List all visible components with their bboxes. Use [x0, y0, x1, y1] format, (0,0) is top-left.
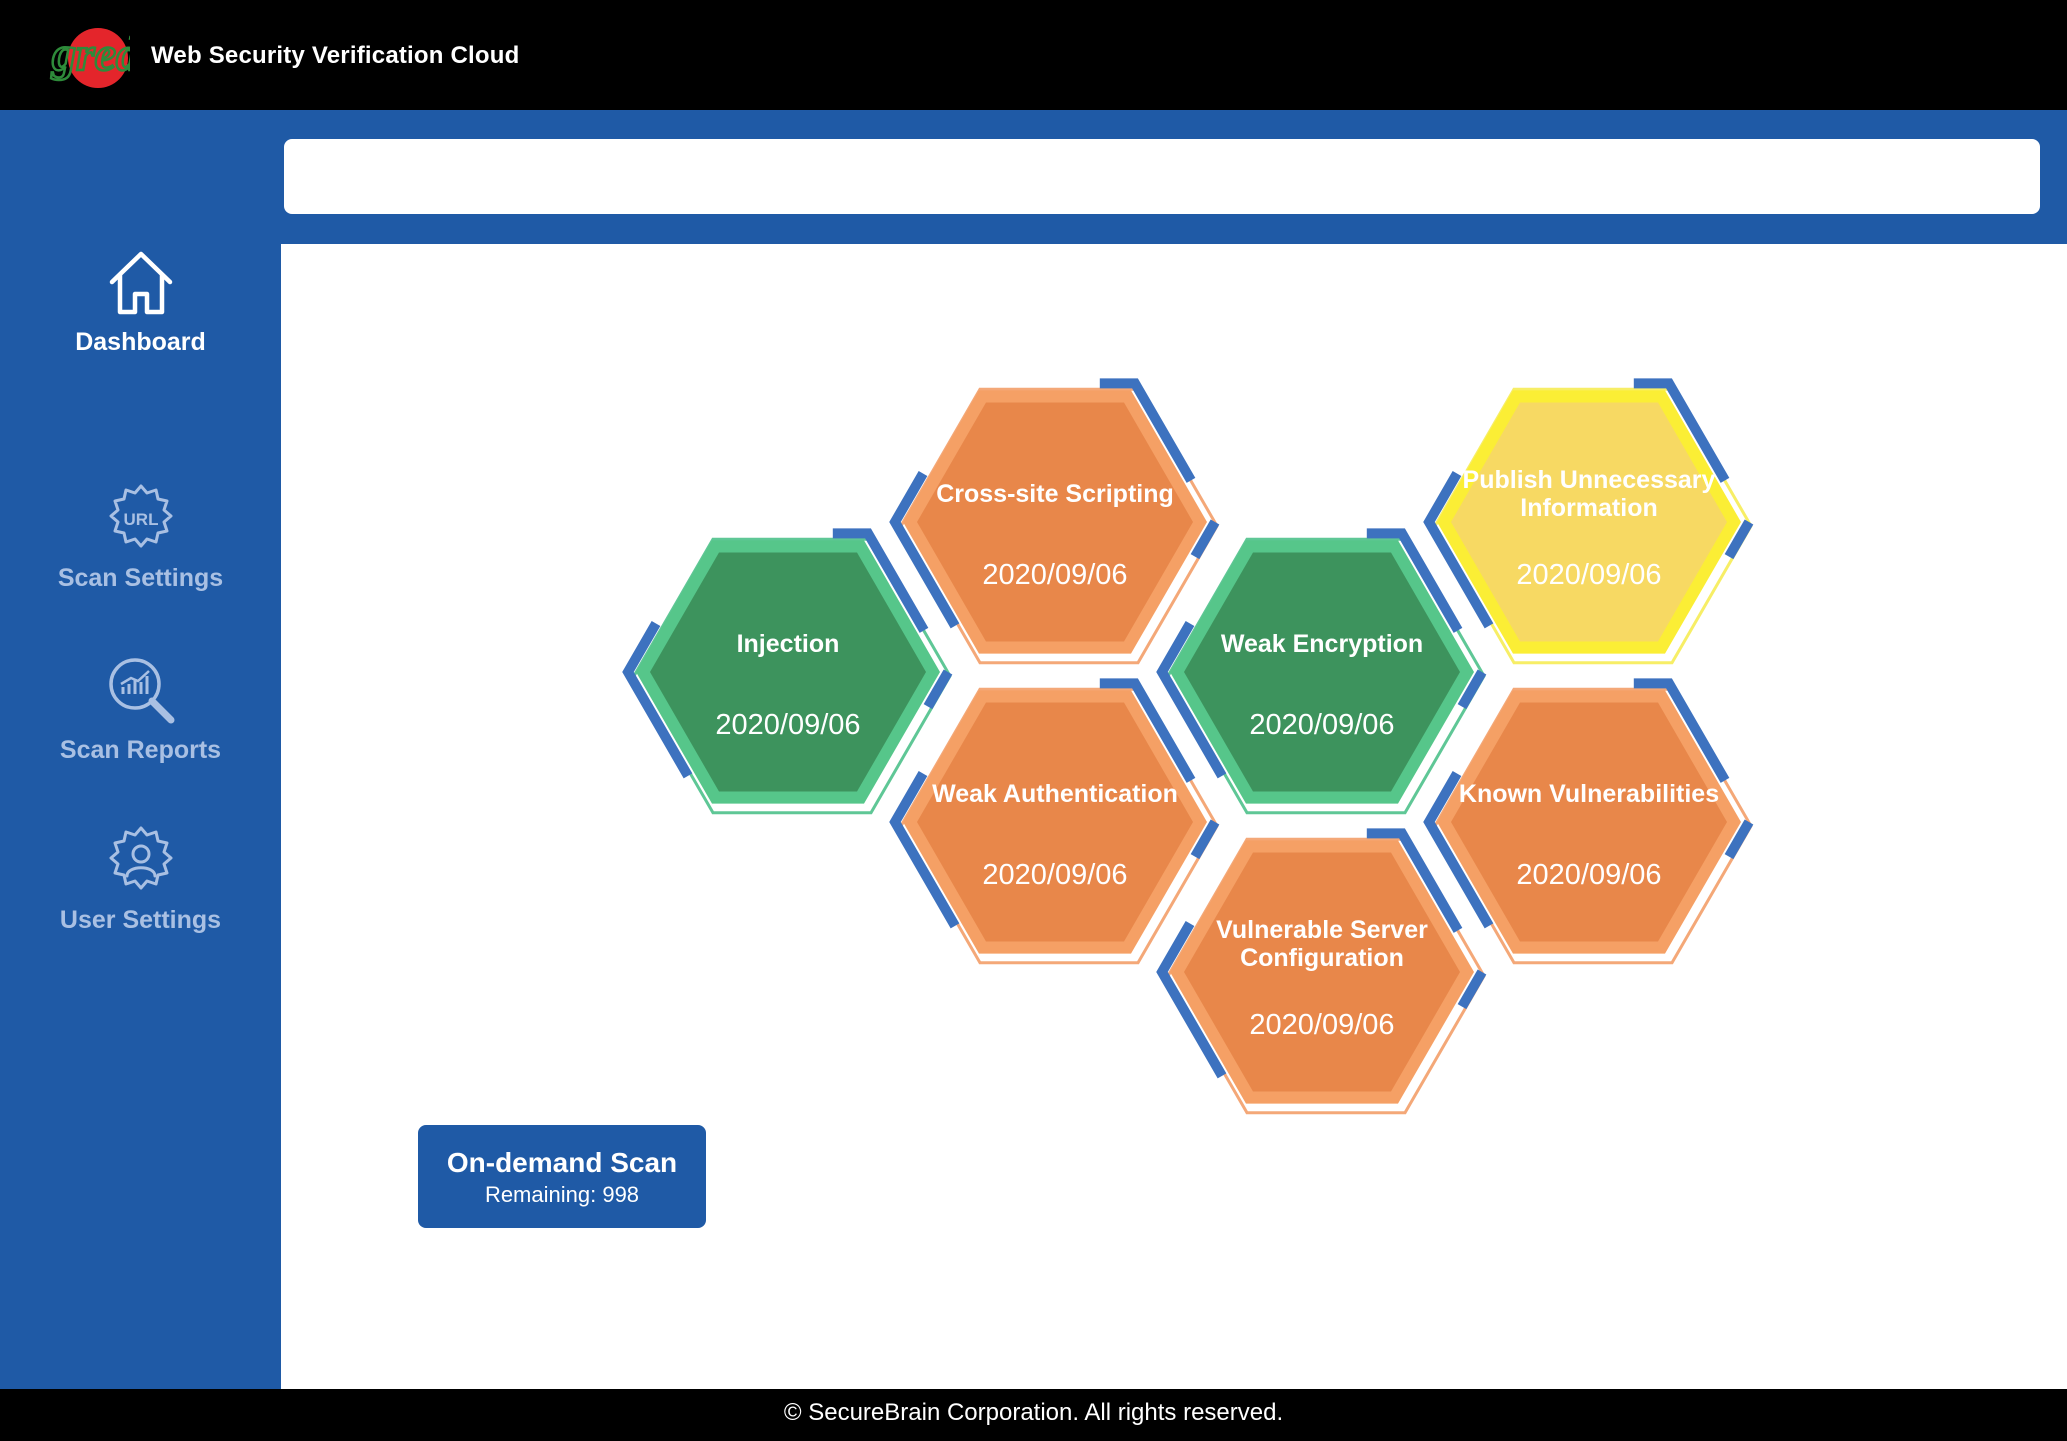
hex-date: 2020/09/06	[1516, 559, 1661, 591]
hex-core	[1184, 552, 1460, 792]
hex-bracket-top-right	[1366, 828, 1463, 933]
hex-date: 2020/09/06	[1516, 859, 1661, 891]
hex-title: Vulnerable Server	[1216, 916, 1428, 944]
svg-text:URL: URL	[123, 510, 158, 529]
user-gear-icon	[109, 826, 172, 890]
chart-magnifier-icon	[108, 658, 174, 724]
hex-title: Information	[1520, 494, 1658, 522]
scan-remaining-count: Remaining: 998	[484, 1182, 640, 1207]
hex-title: Known Vulnerabilities	[1459, 780, 1719, 808]
footer: © SecureBrain Corporation. All rights re…	[0, 1389, 2067, 1441]
hex-bracket-top-right	[1366, 528, 1463, 633]
logo-g-letter: gred	[51, 28, 130, 81]
hex-bracket-left	[889, 771, 960, 929]
sidebar-item-user-settings[interactable]: User Settings	[0, 824, 281, 935]
hex-bracket-left	[1156, 621, 1227, 779]
app-title: Web Security Verification Cloud	[151, 42, 520, 69]
hex-bracket-top-right	[832, 528, 929, 633]
top-bar: gred Web Security Verification Cloud	[0, 0, 2067, 110]
hex-bracket-top-right	[1633, 378, 1730, 483]
hex-title: Cross-site Scripting	[936, 480, 1174, 508]
hex-tile-weak-auth[interactable]: Weak Authentication 2020/09/06	[889, 678, 1220, 965]
hex-title: Weak Encryption	[1221, 630, 1423, 658]
hex-bracket-left	[1423, 771, 1494, 929]
sidebar-item-label: User Settings	[59, 906, 222, 934]
hex-tile-injection[interactable]: Injection 2020/09/06	[622, 528, 953, 815]
hex-date: 2020/09/06	[982, 559, 1127, 591]
sidebar-item-label: Dashboard	[75, 328, 206, 356]
hex-bracket-right	[1457, 969, 1487, 1010]
hex-bracket-left	[889, 471, 960, 629]
hex-title: Publish Unnecessary	[1463, 466, 1716, 494]
hex-date: 2020/09/06	[982, 859, 1127, 891]
hex-tile-weak-encryption[interactable]: Weak Encryption 2020/09/06	[1156, 528, 1487, 815]
hex-core	[650, 552, 926, 792]
hex-bracket-right	[1190, 819, 1220, 860]
hex-title: Weak Authentication	[932, 780, 1178, 808]
hex-bracket-top-right	[1099, 378, 1196, 483]
hex-bracket-right	[923, 669, 953, 710]
hex-title: Injection	[737, 630, 840, 658]
hex-core	[1451, 702, 1727, 942]
hex-bracket-right	[1724, 519, 1754, 560]
category-hex-grid: Injection 2020/09/06 Cross-site Scripting 2…	[622, 378, 1754, 1115]
sidebar-item-dashboard[interactable]: Dashboard	[0, 248, 281, 357]
hex-bracket-left	[1156, 921, 1227, 1079]
url-gear-icon: URL	[109, 484, 172, 548]
hex-tile-xss[interactable]: Cross-site Scripting 2020/09/06	[889, 378, 1220, 665]
hex-core	[917, 702, 1193, 942]
sidebar: Dashboard URL Scan Settings Scan Reports…	[0, 110, 281, 1389]
hex-date: 2020/09/06	[1249, 709, 1394, 741]
hex-title: Configuration	[1240, 944, 1404, 972]
copyright-text: © SecureBrain Corporation. All rights re…	[783, 1399, 1284, 1426]
hex-bracket-top-right	[1099, 678, 1196, 783]
on-demand-scan-button[interactable]: On-demand Scan Remaining: 998	[418, 1125, 706, 1228]
hex-date: 2020/09/06	[715, 709, 860, 741]
sidebar-item-scan-settings[interactable]: URL Scan Settings	[0, 482, 281, 593]
hex-bracket-right	[1457, 669, 1487, 710]
hex-core	[1451, 402, 1727, 642]
home-icon	[109, 251, 172, 315]
hex-core	[1184, 852, 1460, 1092]
top-search-panel[interactable]	[284, 139, 2040, 214]
hex-bracket-right	[1190, 519, 1220, 560]
hex-core	[917, 402, 1193, 642]
gred-logo[interactable]: gred	[44, 24, 130, 90]
sidebar-item-label: Scan Settings	[57, 564, 224, 592]
hex-bracket-right	[1724, 819, 1754, 860]
hex-bracket-top-right	[1633, 678, 1730, 783]
scan-button-title: On-demand Scan	[446, 1147, 678, 1178]
hex-tile-known-vulns[interactable]: Known Vulnerabilities 2020/09/06	[1423, 678, 1754, 965]
hex-bracket-left	[622, 621, 693, 779]
sidebar-item-scan-reports[interactable]: Scan Reports	[0, 654, 281, 765]
hex-date: 2020/09/06	[1249, 1009, 1394, 1041]
hex-bracket-left	[1423, 471, 1494, 629]
sidebar-item-label: Scan Reports	[59, 736, 222, 764]
